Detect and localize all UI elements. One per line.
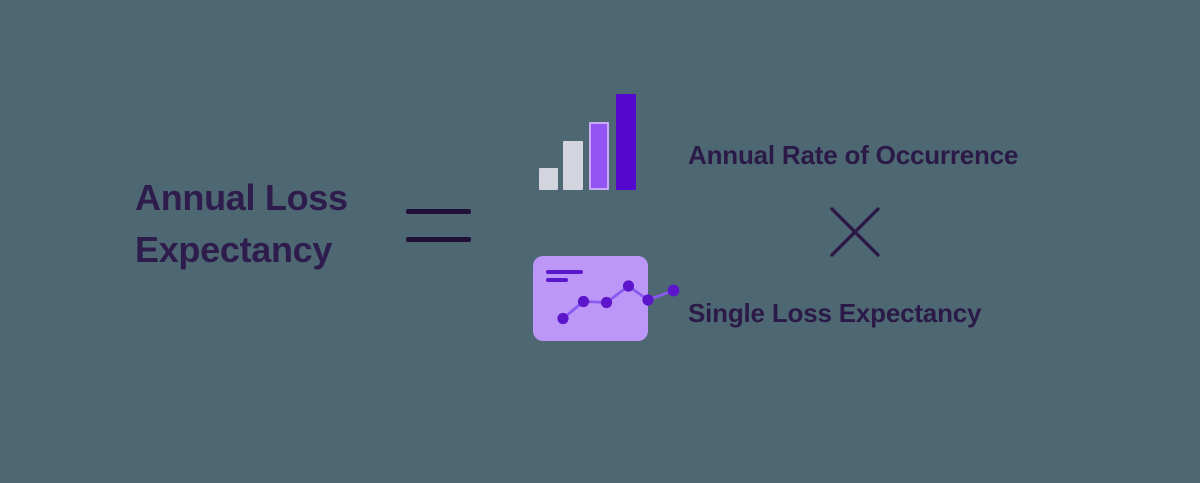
card-text-line-short	[546, 278, 568, 282]
factor-label-annual-rate-of-occurrence: Annual Rate of Occurrence	[688, 140, 1019, 170]
bar-chart-icon	[538, 94, 638, 190]
trend-line-icon	[557, 280, 680, 325]
card-text-line-long	[546, 270, 583, 274]
line-chart-card-background	[533, 256, 648, 341]
bar-chart-bar-3	[589, 122, 609, 190]
bar-chart-bar-1	[539, 168, 558, 190]
factor-label-single-loss-expectancy: Single Loss Expectancy	[688, 298, 982, 328]
result-label: Annual Loss Expectancy	[135, 177, 348, 270]
multiply-icon	[830, 207, 880, 257]
equals-sign	[406, 209, 471, 242]
bar-chart-bar-4	[616, 94, 636, 190]
equals-bottom-bar	[406, 237, 471, 242]
line-chart-card-icon	[533, 256, 693, 348]
equals-top-bar	[406, 209, 471, 214]
bar-chart-bar-2	[563, 141, 583, 190]
